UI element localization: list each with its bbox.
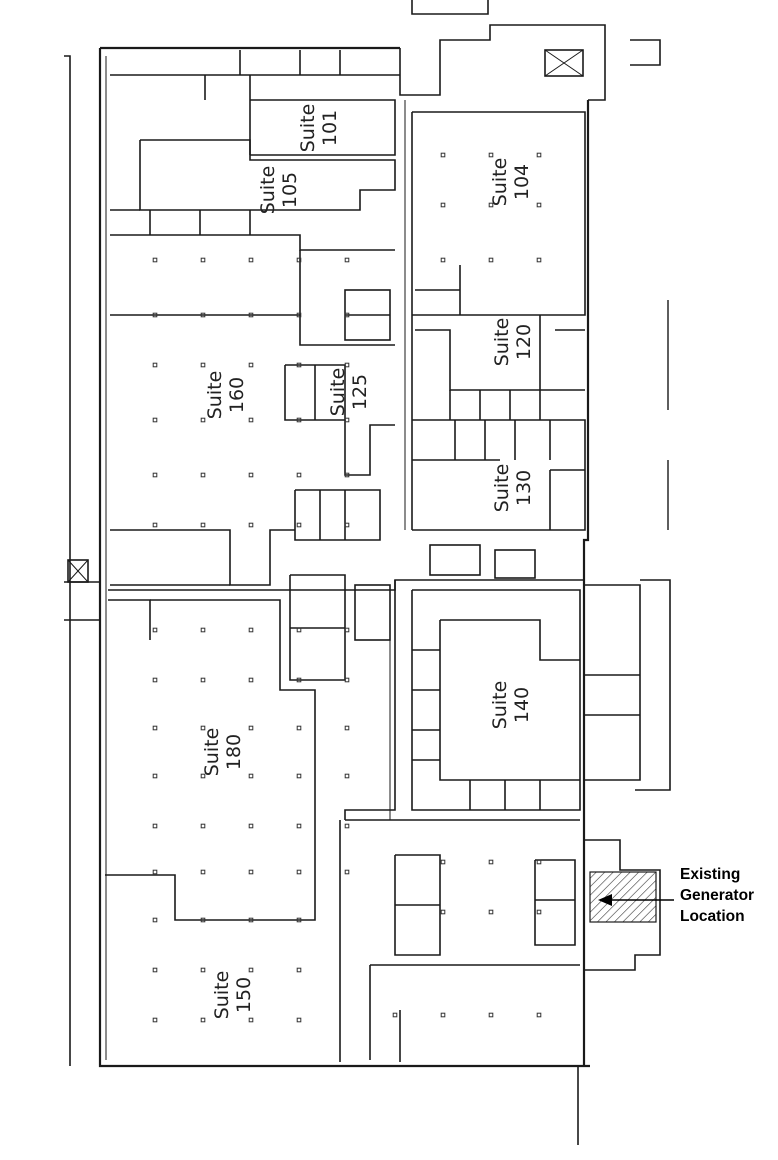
suite-label-130: Suite 130 [491, 464, 535, 513]
svg-text:Suite: Suite [211, 971, 233, 1020]
svg-text:101: 101 [319, 110, 341, 146]
svg-text:150: 150 [233, 977, 255, 1013]
svg-text:160: 160 [226, 377, 248, 413]
svg-text:180: 180 [223, 734, 245, 770]
svg-text:Suite: Suite [491, 464, 513, 513]
suite-label-180: Suite 180 [201, 728, 245, 777]
svg-text:Suite: Suite [257, 166, 279, 215]
callout-arrow [598, 894, 674, 906]
svg-text:Suite: Suite [204, 371, 226, 420]
column-markers [152, 152, 542, 1023]
svg-text:105: 105 [279, 172, 301, 208]
suite-label-104: Suite 104 [489, 158, 533, 207]
suite-label-140: Suite 140 [489, 681, 533, 730]
callout-line-2: Generator [680, 887, 755, 904]
suite-label-101: Suite 101 [297, 104, 341, 153]
svg-text:125: 125 [349, 374, 371, 410]
svg-text:Suite: Suite [297, 104, 319, 153]
svg-text:Suite: Suite [327, 368, 349, 417]
svg-text:Suite: Suite [201, 728, 223, 777]
svg-text:Suite: Suite [489, 158, 511, 207]
suite-label-120: Suite 120 [491, 318, 535, 367]
svg-text:140: 140 [511, 687, 533, 723]
suite-label-160: Suite 160 [204, 371, 248, 420]
svg-text:Suite: Suite [491, 318, 513, 367]
generator-location [589, 871, 657, 923]
svg-text:Suite: Suite [489, 681, 511, 730]
svg-text:130: 130 [513, 470, 535, 506]
svg-text:104: 104 [511, 164, 533, 200]
suite-label-125: Suite 125 [327, 368, 371, 417]
building-walls [64, 0, 671, 1145]
callout-line-3: Location [680, 908, 745, 925]
callout-line-1: Existing [680, 866, 741, 883]
suite-label-150: Suite 150 [211, 971, 255, 1020]
suite-label-105: Suite 105 [257, 166, 301, 215]
svg-text:120: 120 [513, 324, 535, 360]
generator-callout: Existing Generator Location [680, 864, 776, 927]
